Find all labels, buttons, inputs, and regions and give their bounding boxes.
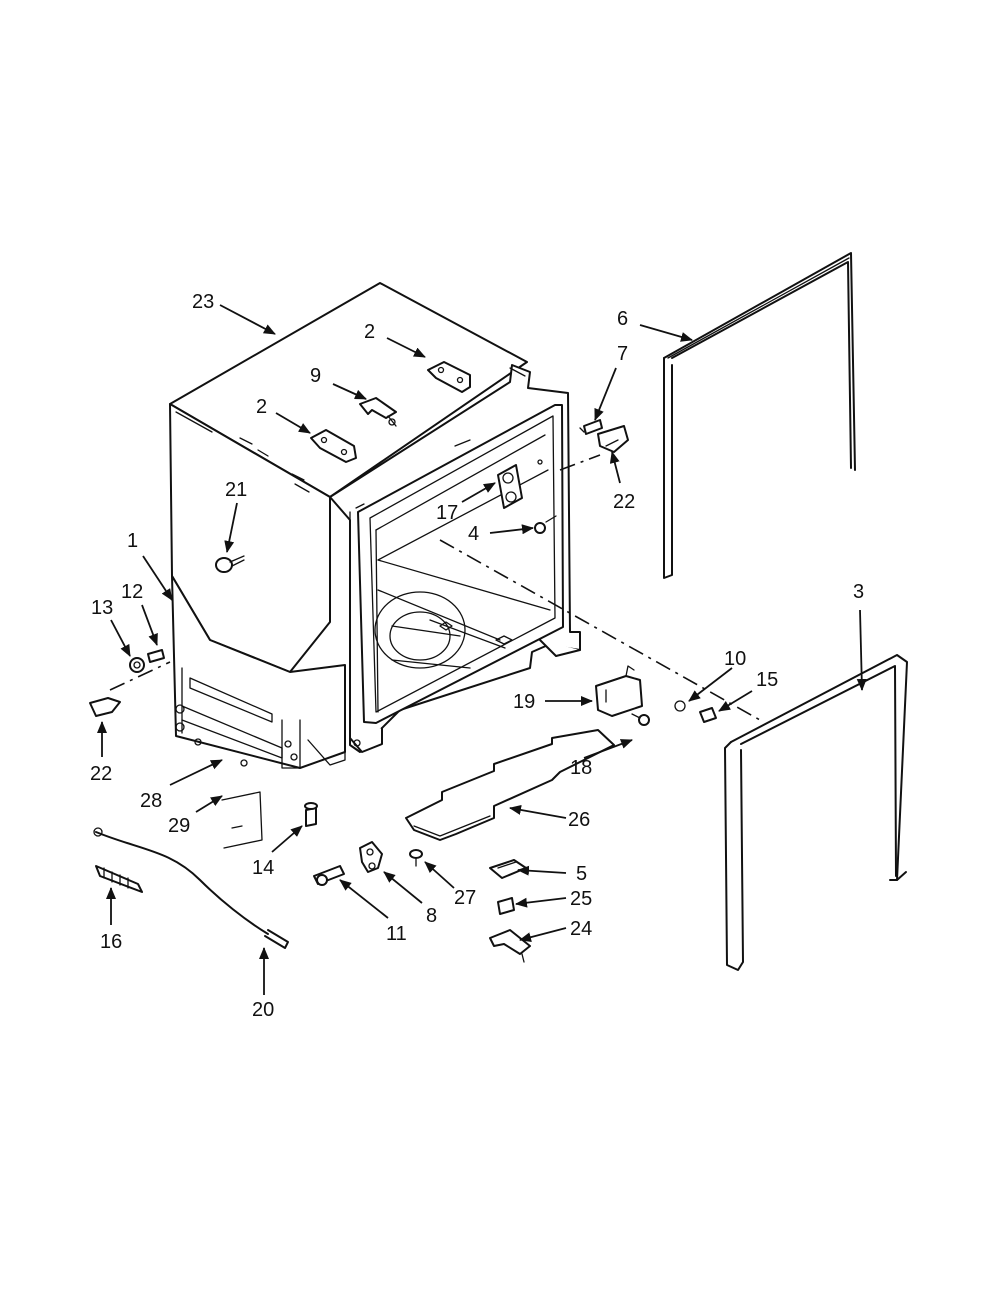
door-gasket bbox=[663, 252, 856, 579]
callout-22-right: 22 bbox=[613, 491, 635, 513]
callout-24: 24 bbox=[570, 918, 592, 940]
screw-part-7 bbox=[579, 419, 603, 435]
screw-part-12 bbox=[147, 649, 165, 663]
callout-21: 21 bbox=[225, 479, 247, 501]
callout-5: 5 bbox=[576, 863, 587, 885]
callout-15: 15 bbox=[756, 669, 778, 691]
callout-9: 9 bbox=[310, 365, 321, 387]
screw-part-15 bbox=[699, 707, 717, 723]
callout-12: 12 bbox=[121, 581, 143, 603]
spring-part-16 bbox=[95, 865, 143, 893]
callout-13: 13 bbox=[91, 597, 113, 619]
shield-part-26 bbox=[405, 729, 615, 841]
callout-4: 4 bbox=[468, 523, 479, 545]
callout-19: 19 bbox=[513, 691, 535, 713]
callout-22-left: 22 bbox=[90, 763, 112, 785]
callout-27: 27 bbox=[454, 887, 476, 909]
callout-8: 8 bbox=[426, 905, 437, 927]
mount-part-17 bbox=[497, 459, 543, 509]
label-part-29 bbox=[221, 791, 263, 849]
callout-11: 11 bbox=[386, 923, 407, 945]
bracket-part-22-left bbox=[89, 697, 121, 717]
callout-20: 20 bbox=[252, 999, 274, 1021]
foot-part-14 bbox=[304, 802, 318, 827]
callout-6: 6 bbox=[617, 308, 628, 330]
screw-part-21 bbox=[215, 555, 245, 573]
leader-arrows bbox=[97, 304, 867, 995]
bracket-part-8 bbox=[359, 841, 383, 873]
callout-10: 10 bbox=[724, 648, 746, 670]
callout-17: 17 bbox=[436, 502, 458, 524]
callout-2-top: 2 bbox=[364, 321, 375, 343]
tub-assembly bbox=[169, 282, 581, 769]
foot-part-27 bbox=[409, 849, 423, 867]
callout-18: 18 bbox=[570, 757, 592, 779]
callout-16: 16 bbox=[100, 931, 122, 953]
callout-23: 23 bbox=[192, 291, 214, 313]
callout-25: 25 bbox=[570, 888, 592, 910]
hinge-bracket-left bbox=[310, 429, 357, 463]
nut-part-4 bbox=[534, 515, 557, 534]
callout-26: 26 bbox=[568, 809, 590, 831]
callout-3: 3 bbox=[853, 581, 864, 603]
screw-part-18 bbox=[631, 713, 650, 726]
alignment-lines bbox=[109, 454, 761, 721]
bracket-part-24 bbox=[489, 929, 531, 963]
bracket-part-22-right bbox=[597, 425, 629, 453]
hose-part-20 bbox=[93, 827, 289, 949]
callout-29: 29 bbox=[168, 815, 190, 837]
callout-7: 7 bbox=[617, 343, 628, 365]
bracket-part-19 bbox=[595, 665, 643, 717]
clip-part-25 bbox=[497, 897, 515, 915]
clip-part-9 bbox=[359, 397, 397, 427]
callout-28: 28 bbox=[140, 790, 162, 812]
callout-2-left: 2 bbox=[256, 396, 267, 418]
leveling-foot-part-13 bbox=[129, 657, 145, 673]
callout-14: 14 bbox=[252, 857, 274, 879]
hinge-bracket-top bbox=[427, 361, 471, 393]
callout-labels: 23 6 2 7 9 2 22 21 17 4 1 3 12 13 10 15 … bbox=[90, 291, 864, 1021]
bottom-seal bbox=[724, 654, 908, 971]
bolt-part-11 bbox=[313, 865, 345, 886]
callout-1: 1 bbox=[127, 530, 138, 552]
clip-part-5 bbox=[489, 859, 527, 879]
washer-part-10 bbox=[674, 700, 686, 712]
